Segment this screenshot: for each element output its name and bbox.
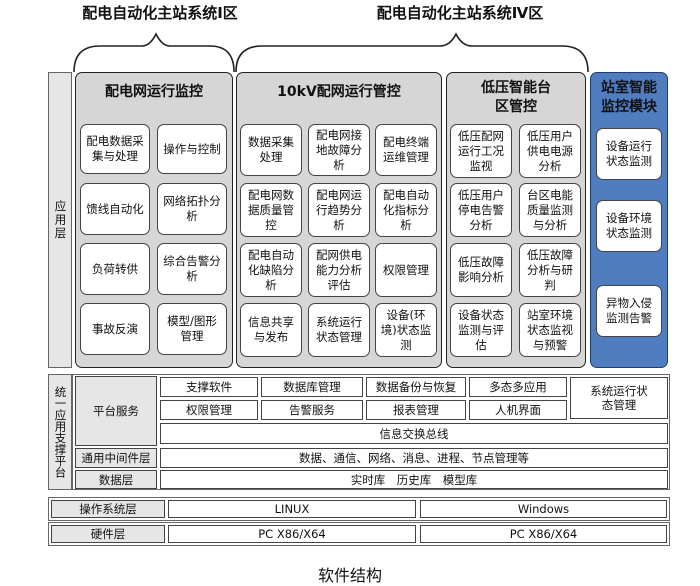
ps-database-management: 数据库管理 [261, 377, 363, 397]
hw-right: PC X86/X64 [420, 525, 667, 543]
panel-title: 配电网运行监控 [105, 84, 203, 100]
zone1-brace [73, 32, 235, 73]
card-system-status: 系统运行状态管理 [308, 303, 370, 357]
card-model-graphics: 模型/图形管理 [157, 303, 227, 355]
ps-hmi: 人机界面 [469, 400, 567, 420]
app-layer-label: 应用层 [48, 72, 72, 368]
card-data-quality: 配电网数据质量管控 [240, 183, 302, 237]
ps-support-software: 支撑软件 [160, 377, 258, 397]
panel-title: 站室智能监控模块 [601, 80, 657, 115]
ps-backup-restore: 数据备份与恢复 [366, 377, 466, 397]
card-network-topology: 网络拓扑分析 [157, 183, 227, 235]
card-fault-impact: 低压故障影响分析 [450, 243, 512, 297]
card-fault-diagnosis: 低压故障分析与研判 [519, 243, 581, 297]
ps-alarm-service: 告警服务 [261, 400, 363, 420]
card-trend-analysis: 配电网运行趋势分析 [308, 183, 370, 237]
panel-title: 10kV配网运行管控 [277, 84, 401, 100]
panel-title: 低压智能台区管控 [481, 80, 551, 115]
data-layer-label: 数据层 [75, 470, 157, 489]
card-permission-management: 权限管理 [375, 243, 437, 297]
hw-left: PC X86/X64 [168, 525, 416, 543]
card-equipment-operation: 设备运行状态监测 [596, 128, 662, 180]
support-platform-label: 统一应用支撑平台 [48, 374, 72, 490]
card-lv-supply-source: 低压用户供电电源分析 [519, 124, 581, 178]
middleware-content: 数据、通信、网络、消息、进程、节点管理等 [160, 448, 668, 468]
card-ground-fault: 配电网接地故障分析 [308, 124, 370, 176]
hw-layer-label: 硬件层 [51, 525, 165, 543]
zone4-brace [235, 32, 589, 73]
card-terminal-maintenance: 配电终端运维管理 [375, 124, 437, 176]
platform-services-label: 平台服务 [75, 376, 157, 446]
card-equipment-assessment: 设备状态监测与评估 [450, 303, 512, 357]
card-equipment-environment: 设备环境状态监测 [596, 200, 662, 252]
card-operation-control: 操作与控制 [157, 124, 227, 174]
figure-caption: 软件结构 [317, 566, 382, 585]
card-data-acquisition: 配电数据采集与处理 [80, 124, 150, 174]
zone4-title: 配电自动化主站系统Ⅳ区 [376, 4, 544, 22]
middleware-label: 通用中间件层 [75, 448, 157, 468]
card-alarm-analysis: 综合告警分析 [157, 243, 227, 295]
os-layer-label: 操作系统层 [51, 500, 165, 518]
os-linux: LINUX [168, 500, 416, 518]
zone1-title: 配电自动化主站系统Ⅰ区 [82, 4, 238, 22]
card-info-sharing: 信息共享与发布 [240, 303, 302, 357]
card-data-processing: 数据采集处理 [240, 124, 302, 176]
ps-permission-management: 权限管理 [160, 400, 258, 420]
os-windows: Windows [420, 500, 667, 518]
ps-report-management: 报表管理 [366, 400, 466, 420]
card-supply-capability: 配网供电能力分析评估 [308, 243, 370, 297]
card-automation-index: 配电自动化指标分析 [375, 183, 437, 237]
zone-braces [73, 32, 589, 73]
card-defect-analysis: 配电自动化缺陷分析 [240, 243, 302, 297]
card-power-quality: 台区电能质量监测与分析 [519, 183, 581, 237]
card-feeder-automation: 馈线自动化 [80, 183, 150, 235]
card-station-environment: 站室环境状态监视与预警 [519, 303, 581, 357]
card-load-transfer: 负荷转供 [80, 243, 150, 295]
card-lv-condition: 低压配网运行工况监视 [450, 124, 512, 178]
card-intrusion-alarm: 异物入侵监测告警 [596, 285, 662, 337]
info-exchange-bus: 信息交换总线 [160, 423, 668, 444]
card-accident-replay: 事故反演 [80, 303, 150, 355]
card-lv-outage-alarm: 低压用户停电告警分析 [450, 183, 512, 237]
ps-multi-state: 多态多应用 [469, 377, 567, 397]
os-layer-frame [48, 497, 670, 521]
ps-system-status: 系统运行状态管理 [570, 377, 668, 419]
card-equipment-status: 设备(环境)状态监测 [375, 303, 437, 357]
hw-layer-frame [48, 522, 670, 546]
data-layer-content: 实时库 历史库 模型库 [160, 470, 668, 489]
